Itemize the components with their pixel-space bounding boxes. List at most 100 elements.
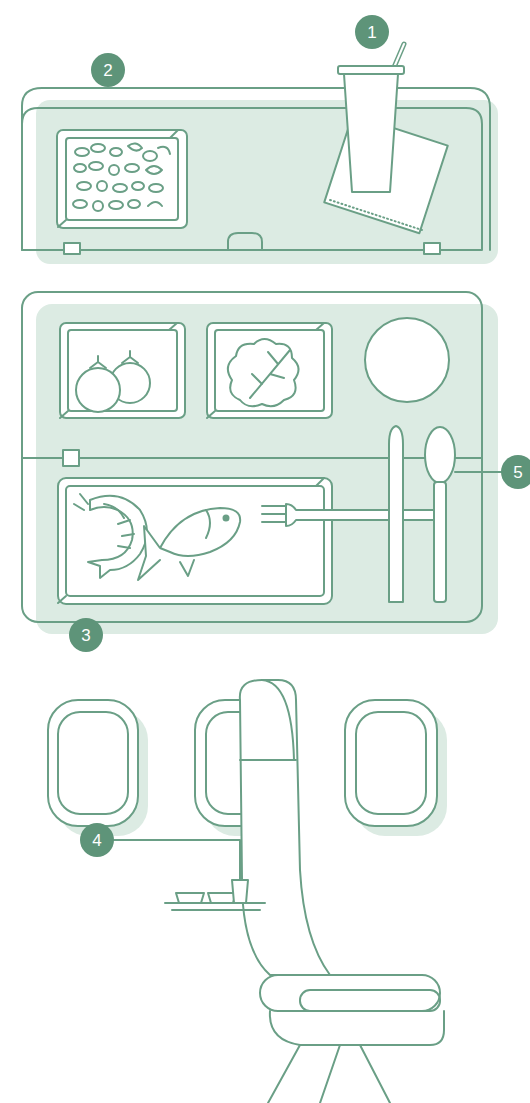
tomato-dish-part: [60, 411, 68, 418]
pasta-dish-part: [77, 182, 91, 190]
pasta-dish-part: [128, 200, 140, 208]
tray-table-part: [232, 880, 248, 903]
tray-table-part: [208, 893, 236, 903]
cutlery-part: [389, 426, 403, 602]
pasta-dish-part: [93, 201, 103, 211]
drink-cup: [338, 44, 404, 192]
salad-dish: [207, 323, 332, 418]
salad-dish-part: [228, 339, 299, 406]
pasta-dish-part: [66, 138, 178, 220]
callout-number: 2: [91, 53, 125, 87]
tomato-dish-part: [60, 323, 185, 418]
seafood-dish-part: [224, 516, 229, 521]
pasta-dish-part: [75, 148, 89, 156]
plate: [365, 318, 449, 402]
pasta-dish-part: [58, 220, 66, 227]
plate-part: [365, 318, 449, 402]
seafood-dish-part: [66, 486, 324, 596]
seafood-dish-part: [316, 478, 324, 486]
main-tray-part: [22, 292, 482, 622]
tomato-dish-part: [169, 323, 177, 330]
pasta-dish-part: [73, 200, 87, 208]
tray-table-part: [176, 893, 204, 903]
pasta-dish-part: [109, 201, 123, 209]
pasta-dish-part: [74, 164, 86, 172]
tomato-dish-part: [122, 351, 138, 363]
top-tray-part: [424, 243, 440, 254]
cutlery-part: [425, 427, 455, 483]
cabin-windows-part: [58, 712, 128, 814]
cutlery-part: [286, 504, 434, 526]
tomato-dish-part: [76, 368, 120, 412]
pasta-dish-part: [109, 165, 119, 175]
main-tray: [22, 292, 498, 634]
cabin-windows-part: [48, 700, 138, 826]
drink-cup-part: [338, 66, 404, 74]
salad-dish-part: [207, 323, 332, 418]
seafood-dish-part: [104, 504, 134, 548]
pasta-dish-part: [146, 166, 162, 174]
seafood-dish-part: [180, 560, 194, 576]
salad-dish-part: [215, 330, 324, 411]
seafood-dish-part: [160, 508, 240, 556]
passenger-seat-part: [240, 759, 296, 761]
salad-dish-part: [250, 350, 290, 398]
top-tray-part: [228, 233, 262, 250]
salad-dish-part: [316, 323, 324, 330]
top-tray-part: [22, 108, 482, 250]
pasta-dish-part: [89, 162, 103, 170]
callout-number: 1: [355, 15, 389, 49]
top-tray-part: [64, 243, 80, 254]
passenger-seat: [240, 680, 444, 1103]
passenger-seat-part: [300, 990, 440, 1011]
tray-table-part: [114, 840, 240, 880]
passenger-seat-part: [262, 680, 294, 760]
pasta-dish: [57, 130, 187, 228]
tray-table-part: [165, 903, 265, 910]
seafood-dish: [58, 478, 332, 604]
tomato-dish: [60, 323, 185, 418]
seafood-dish-part: [206, 510, 210, 538]
pasta-dish-part: [91, 144, 105, 152]
top-tray-part: [36, 100, 498, 264]
passenger-seat-part: [260, 975, 440, 1011]
pasta-dish-part: [113, 184, 127, 192]
seafood-dish-part: [58, 478, 332, 604]
main-tray-part: [36, 304, 498, 634]
pasta-dish-part: [158, 147, 170, 154]
seafood-dish-part: [58, 596, 66, 603]
cabin-windows-part: [345, 700, 437, 826]
pasta-dish-part: [143, 151, 157, 161]
cutlery-part: [455, 471, 503, 473]
top-tray: [22, 88, 498, 264]
cutlery: [262, 426, 503, 602]
main-tray-part: [63, 450, 79, 466]
tray-table: [114, 840, 265, 910]
pasta-dish-part: [125, 164, 139, 172]
napkin-part: [330, 200, 422, 230]
main-tray-part: [22, 457, 482, 459]
callout-number: 5: [501, 455, 530, 489]
pasta-dish-part: [132, 182, 144, 190]
seafood-dish-part: [138, 526, 160, 580]
cabin-windows-part: [356, 712, 426, 814]
pasta-dish-part: [148, 202, 162, 206]
pasta-dish-part: [170, 130, 178, 138]
pasta-dish-part: [128, 143, 142, 150]
top-tray-part: [22, 88, 490, 250]
seafood-dish-part: [88, 496, 147, 578]
passenger-seat-part: [268, 1045, 390, 1103]
cutlery-part: [434, 482, 446, 602]
pasta-dish-part: [149, 184, 163, 192]
seafood-dish-part: [74, 494, 88, 510]
salad-dish-part: [207, 411, 215, 418]
tomato-dish-part: [68, 330, 177, 411]
callout-number: 4: [80, 823, 114, 857]
drink-cup-part: [344, 74, 398, 192]
passenger-seat-part: [240, 680, 330, 975]
passenger-seat-part: [270, 1011, 444, 1045]
callout-number: 3: [69, 618, 103, 652]
tomato-dish-part: [90, 356, 106, 368]
